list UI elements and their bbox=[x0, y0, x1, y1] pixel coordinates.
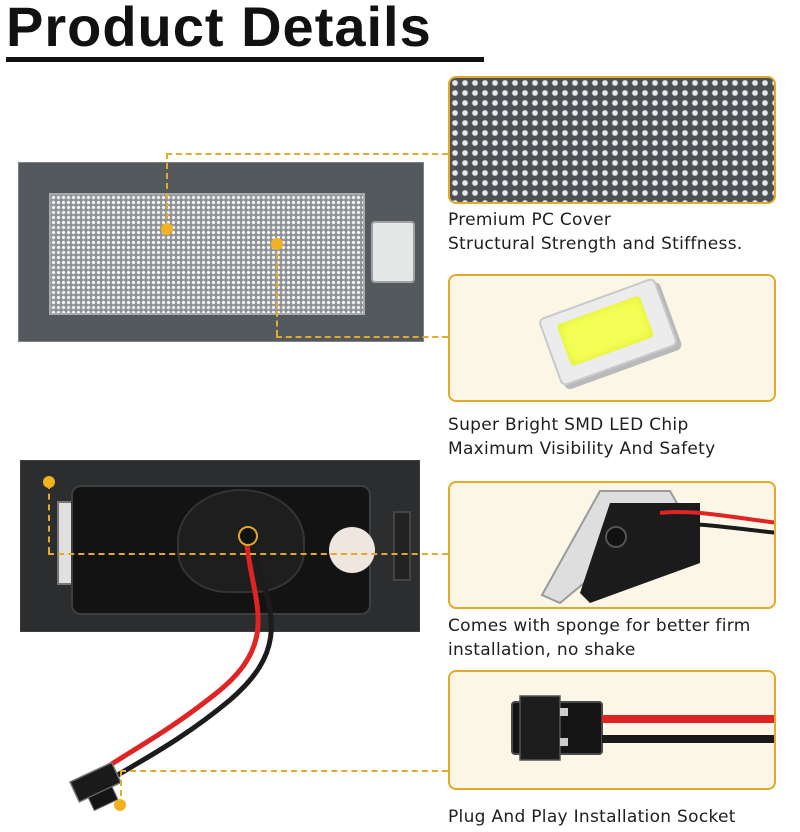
leader-line-smd bbox=[276, 336, 448, 338]
feature-panel-smd-chip bbox=[448, 274, 776, 402]
led-unit-back-image bbox=[20, 460, 420, 632]
leader-line-pc-cover-vertical bbox=[166, 153, 168, 229]
title-underline bbox=[6, 57, 484, 62]
mounting-clip-icon bbox=[540, 490, 774, 605]
callout-dot-socket bbox=[114, 799, 126, 811]
caption-pc-cover: Premium PC Cover Structural Strength and… bbox=[448, 208, 743, 256]
caption-line: Structural Strength and Stiffness. bbox=[448, 234, 743, 254]
callout-dot-pc-cover bbox=[161, 223, 173, 235]
lens-texture-icon bbox=[450, 78, 774, 202]
callout-dot-sponge bbox=[43, 476, 55, 488]
leader-line-sponge-vertical bbox=[48, 483, 50, 553]
smd-chip-icon bbox=[537, 276, 679, 388]
caption-sponge: Comes with sponge for better firm instal… bbox=[448, 614, 751, 662]
feature-panel-sponge bbox=[448, 481, 776, 609]
page-title: Product Details bbox=[6, 0, 432, 58]
right-tab bbox=[393, 511, 411, 581]
chip-emitter bbox=[556, 295, 655, 367]
leader-line-socket-vertical bbox=[120, 770, 122, 806]
feature-panel-pc-cover bbox=[448, 76, 776, 204]
led-lens bbox=[49, 193, 365, 315]
caption-socket: Plug And Play Installation Socket bbox=[448, 805, 736, 829]
sponge-pad bbox=[329, 527, 375, 573]
connector-plug-icon bbox=[511, 695, 774, 761]
led-unit-front-image bbox=[18, 162, 424, 342]
leader-line-sponge bbox=[48, 553, 448, 555]
plug-graphic bbox=[69, 761, 122, 812]
leader-line-pc-cover bbox=[166, 153, 448, 155]
caption-line: installation, no shake bbox=[448, 640, 636, 660]
leader-line-socket bbox=[120, 770, 448, 772]
caption-line: Super Bright SMD LED Chip bbox=[448, 415, 689, 435]
caption-smd-chip: Super Bright SMD LED Chip Maximum Visibi… bbox=[448, 413, 716, 461]
feature-panel-socket bbox=[448, 670, 776, 790]
led-side-clip bbox=[371, 221, 415, 283]
leader-line-smd-vertical bbox=[276, 244, 278, 336]
caption-line: Premium PC Cover bbox=[448, 210, 612, 230]
caption-line: Plug And Play Installation Socket bbox=[448, 807, 736, 827]
callout-dot-smd bbox=[271, 238, 283, 250]
caption-line: Maximum Visibility And Safety bbox=[448, 439, 716, 459]
caption-line: Comes with sponge for better firm bbox=[448, 616, 751, 636]
